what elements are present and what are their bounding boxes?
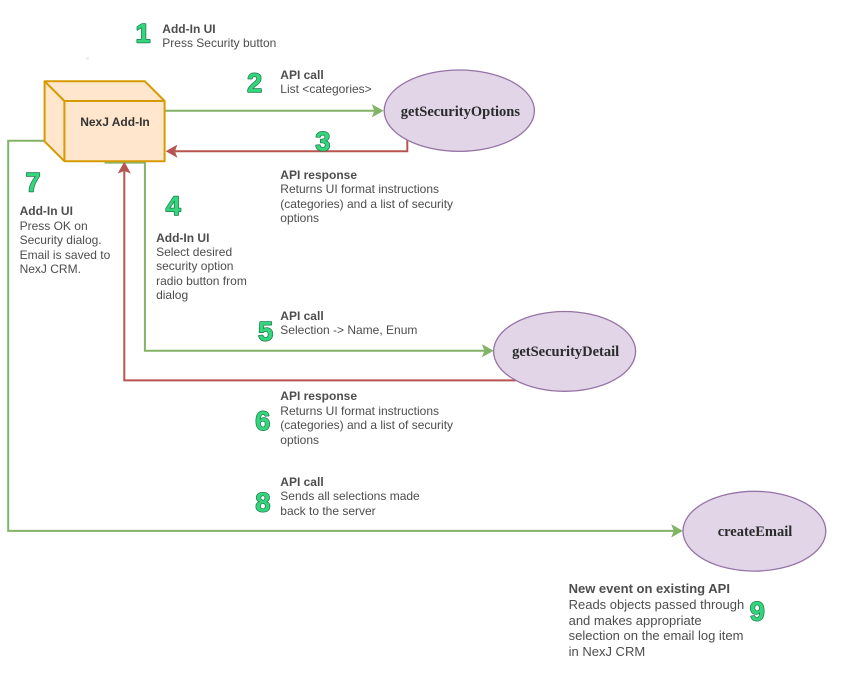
svg-text:3: 3 (315, 127, 330, 157)
svg-text:1: 1 (136, 19, 151, 49)
svg-text:4: 4 (166, 191, 181, 221)
svg-text:6: 6 (255, 406, 270, 436)
svg-text:9: 9 (750, 597, 765, 627)
svg-text:7: 7 (26, 168, 41, 198)
svg-text:8: 8 (255, 488, 270, 518)
svg-text:5: 5 (258, 317, 273, 347)
svg-text:2: 2 (247, 68, 262, 98)
